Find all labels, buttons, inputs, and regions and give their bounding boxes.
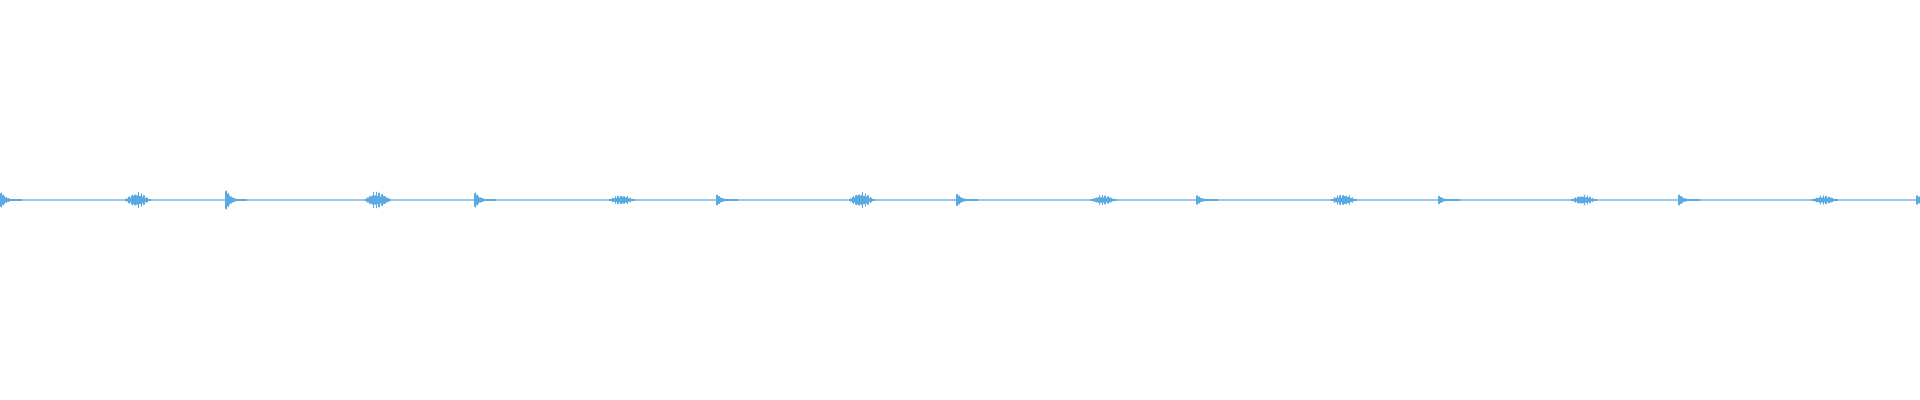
waveform-transient — [125, 191, 151, 209]
waveform-transient — [1678, 194, 1700, 206]
waveform-transient — [0, 192, 22, 208]
waveform-transient — [956, 193, 978, 207]
waveform-transient — [1438, 195, 1460, 205]
waveform-transient — [1571, 194, 1597, 206]
waveform-transients — [0, 190, 1920, 210]
waveform-transient — [849, 191, 875, 209]
waveform-transient — [1196, 195, 1218, 205]
waveform-transient — [716, 194, 738, 206]
waveform-transient — [1091, 195, 1117, 205]
waveform-transient — [1916, 195, 1920, 205]
waveform-transient — [474, 192, 496, 208]
waveform-transient — [1812, 195, 1838, 205]
waveform-transient — [225, 190, 247, 210]
waveform-transient — [365, 191, 391, 209]
waveform-transient — [1331, 194, 1357, 206]
waveform-transient — [609, 195, 635, 205]
